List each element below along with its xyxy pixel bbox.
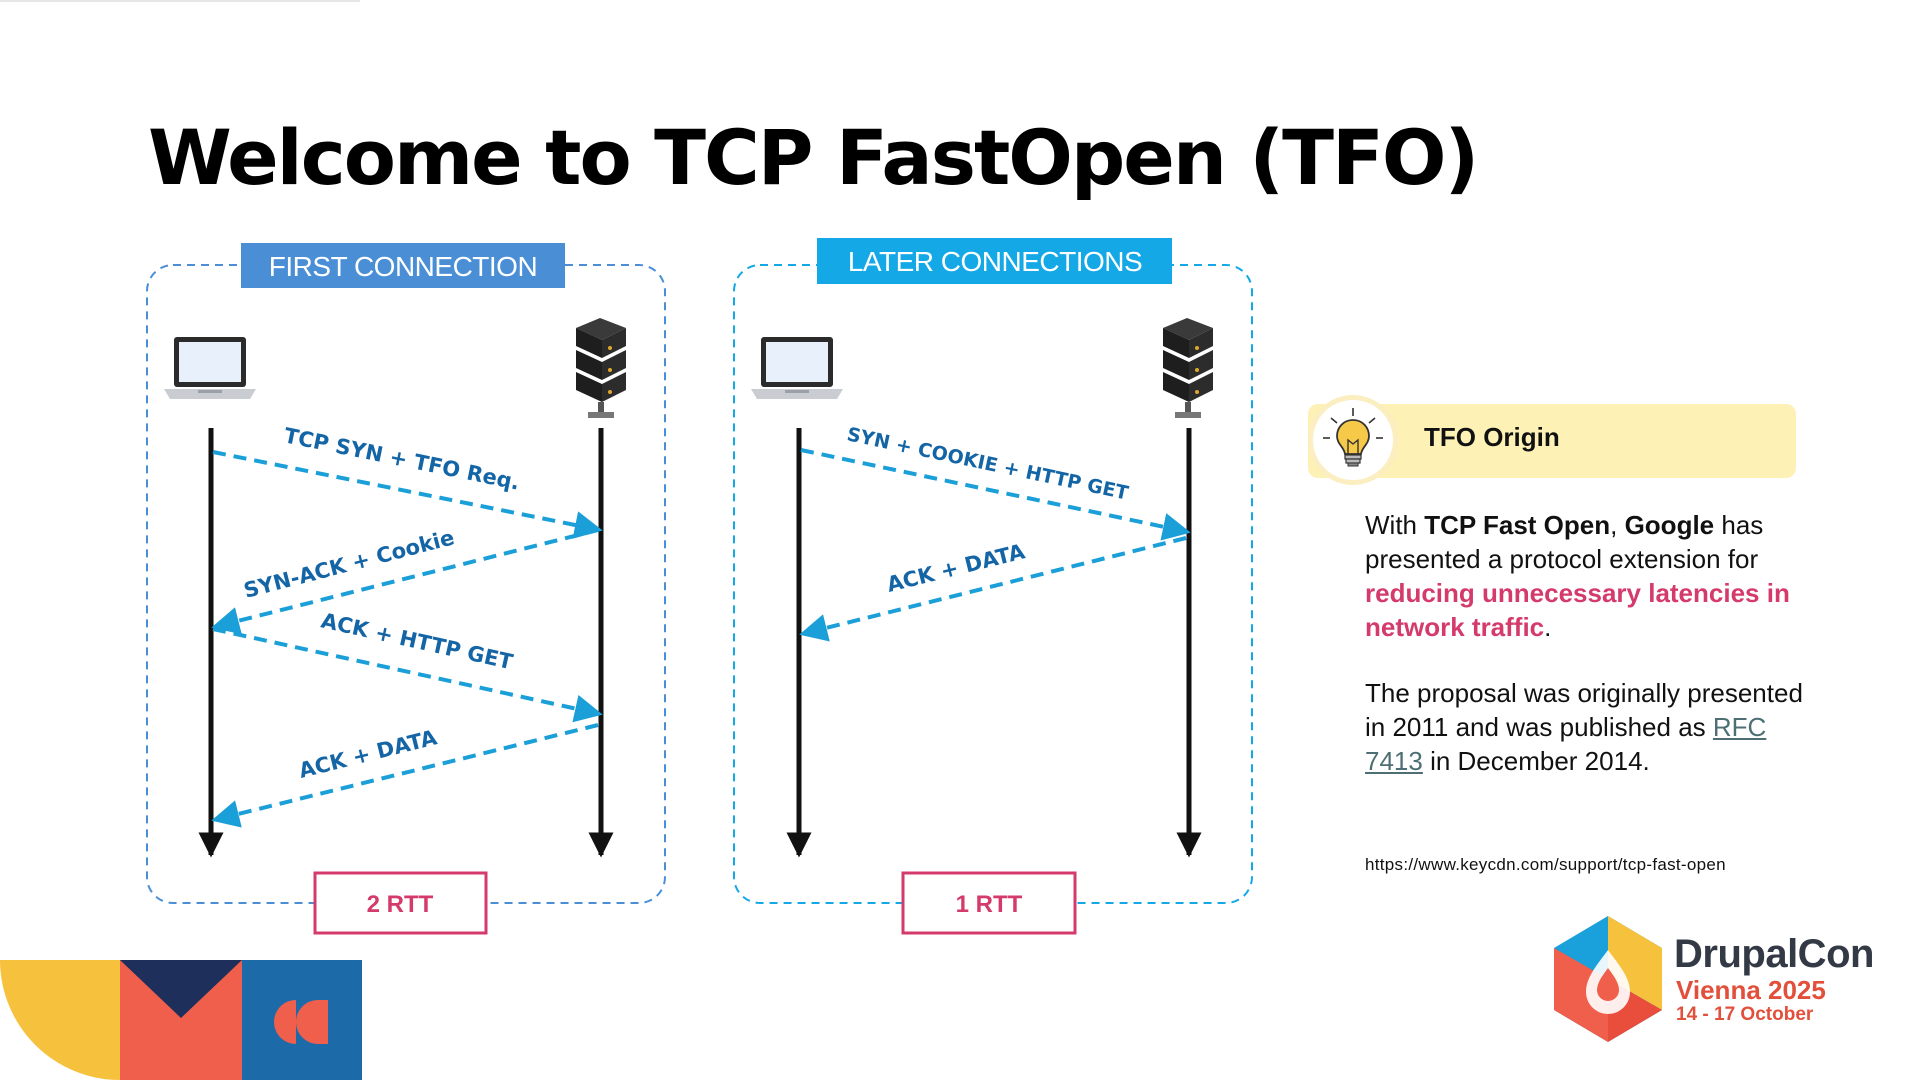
- rfc-link[interactable]: RFC 7413: [1365, 712, 1767, 776]
- message-label: ACK + DATA: [884, 539, 1027, 597]
- lightbulb-icon-circle: [1308, 395, 1398, 485]
- laptop-icon: [164, 337, 256, 399]
- laptop-icon: [751, 337, 843, 399]
- info-paragraph-2: The proposal was originally presented in…: [1365, 676, 1825, 778]
- server-icon: [576, 318, 626, 418]
- bold-span: TCP Fast Open: [1424, 510, 1611, 540]
- text-span: ,: [1610, 510, 1625, 540]
- message-label: SYN + COOKIE + HTTP GET: [845, 423, 1130, 504]
- brand-decoration: [0, 960, 362, 1080]
- message-label: ACK + HTTP GET: [319, 608, 516, 674]
- text-span: in December 2014.: [1422, 746, 1650, 776]
- text-span: With: [1365, 510, 1425, 540]
- info-paragraph-1: With TCP Fast Open, Google has presented…: [1365, 508, 1825, 644]
- brand-dates: 14 - 17 October: [1676, 1004, 1814, 1025]
- slide-title: Welcome to TCP FastOpen (TFO): [148, 113, 1479, 202]
- top-divider: [0, 0, 360, 2]
- message-arrow: [799, 536, 1187, 642]
- later-connections-header: [817, 238, 1172, 284]
- text-span: has presented a protocol extension for: [1365, 510, 1764, 574]
- rtt-badge: [901, 871, 1077, 935]
- message-label: ACK + DATA: [296, 725, 439, 783]
- message-arrow: [211, 723, 599, 828]
- info-title: TFO Origin: [1424, 422, 1560, 452]
- rtt-label: 1 RTT: [956, 891, 1023, 918]
- later-connections-panel: LATER CONNECTIONS: [733, 238, 1253, 935]
- rtt-label: 2 RTT: [367, 891, 434, 918]
- source-url: https://www.keycdn.com/support/tcp-fast-…: [1365, 855, 1726, 874]
- later-connections-header-label: LATER CONNECTIONS: [848, 246, 1142, 277]
- text-span: The proposal was originally presented in…: [1365, 678, 1803, 742]
- first-connection-panel: FIRST CONNECTION: [146, 243, 666, 935]
- brand-name: DrupalCon: [1674, 932, 1874, 976]
- message-arrow: [212, 627, 603, 723]
- lightbulb-icon: [1323, 408, 1383, 467]
- message-arrow: [211, 528, 599, 635]
- first-connection-header-label: FIRST CONNECTION: [269, 251, 537, 282]
- server-icon: [1163, 318, 1213, 418]
- text-span: .: [1544, 612, 1552, 642]
- rtt-badge: [313, 871, 488, 935]
- message-arrow: [800, 448, 1191, 541]
- first-connection-header: [241, 243, 565, 288]
- highlight-span: reducing unnecessary latencies in networ…: [1365, 578, 1790, 642]
- message-label: TCP SYN + TFO Req.: [282, 423, 522, 494]
- drupal-logo-icon: [1554, 916, 1662, 1042]
- message-arrow: [212, 450, 603, 539]
- brand-city: Vienna 2025: [1676, 975, 1826, 1005]
- bold-span: Google: [1624, 510, 1715, 540]
